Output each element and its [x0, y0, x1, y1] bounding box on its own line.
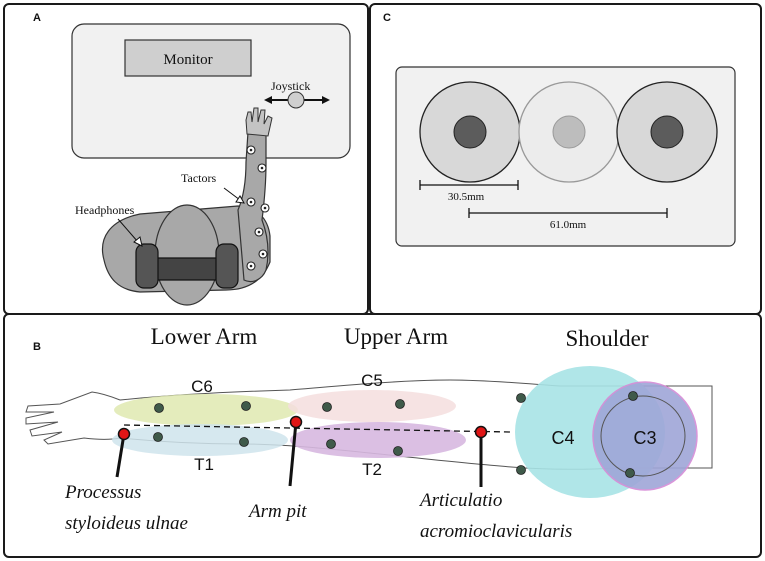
landmark-1-stem [115, 433, 126, 478]
headphones-right-cup [215, 243, 239, 289]
joystick-arrow-left-head [264, 96, 272, 104]
landmark-2-label: Arm pit [247, 501, 307, 522]
dim-small-label: 30.5mm [448, 191, 485, 203]
monitor [124, 39, 252, 77]
zone-t2 [290, 422, 466, 458]
section-upper-arm: Upper Arm [344, 324, 448, 349]
tactor-left-inner [453, 115, 487, 149]
tactor-dots [153, 391, 638, 478]
section-lower-arm: Lower Arm [151, 324, 258, 349]
landmark-2-marker [289, 415, 303, 429]
tactor-dot [625, 468, 635, 478]
landmark-3-label-line2: acromioclavicularis [420, 521, 572, 542]
tactor-dot [628, 391, 638, 401]
panel-c-letter: C [383, 12, 391, 24]
channel-c6: C6 [191, 377, 213, 396]
tactors-label: Tactors [181, 171, 216, 185]
joystick-label: Joystick [271, 79, 310, 93]
channel-t1: T1 [194, 455, 214, 474]
tactor-dot [239, 437, 249, 447]
landmark-1-marker [117, 427, 131, 441]
channel-t2: T2 [362, 460, 382, 479]
tactor-dot [326, 439, 336, 449]
tactor-dot [153, 432, 163, 442]
zone-t1 [112, 424, 288, 456]
tactor-dot [393, 446, 403, 456]
tactor-dot [516, 465, 526, 475]
landmark-1-label-line2: styloideus ulnae [65, 513, 188, 534]
landmark-3-marker [474, 425, 488, 439]
headphones-arrow-head [133, 236, 143, 247]
tactor-right-inner [650, 115, 684, 149]
zone-c6 [114, 394, 298, 426]
landmark-2-stem [288, 421, 298, 487]
tactors-arrow-head [235, 195, 245, 204]
hand-outline [25, 391, 121, 445]
monitor-label: Monitor [163, 52, 212, 68]
channel-c5: C5 [361, 371, 383, 390]
zone-c3 [592, 381, 698, 491]
headphones-arrow [117, 218, 139, 243]
tactors-arrow [223, 187, 241, 201]
dim-large-label: 61.0mm [550, 219, 587, 231]
hand [245, 107, 273, 137]
section-shoulder: Shoulder [565, 326, 648, 351]
headphones-label: Headphones [75, 203, 135, 217]
tactor-dot [154, 403, 164, 413]
tactor-middle-inner [552, 115, 586, 149]
channel-c3: C3 [633, 428, 656, 448]
headphones-left-cup [135, 243, 159, 289]
zone-c5 [288, 390, 456, 422]
panel-b-letter: B [33, 341, 41, 353]
landmark-1-label-line1: Processus [64, 482, 141, 503]
joystick [287, 91, 305, 109]
channel-c4: C4 [551, 428, 574, 448]
tactor-centers [249, 148, 267, 268]
zone-c3-inner [600, 395, 686, 477]
tactor-dot [516, 393, 526, 403]
joystick-arrow-right-head [322, 96, 330, 104]
arm-midline [123, 424, 511, 433]
landmark-3-label-line1: Articulatio [418, 490, 502, 511]
tactor-dot [395, 399, 405, 409]
tactor-dot [322, 402, 332, 412]
panel-a-letter: A [33, 12, 41, 24]
tactor-dot [241, 401, 251, 411]
